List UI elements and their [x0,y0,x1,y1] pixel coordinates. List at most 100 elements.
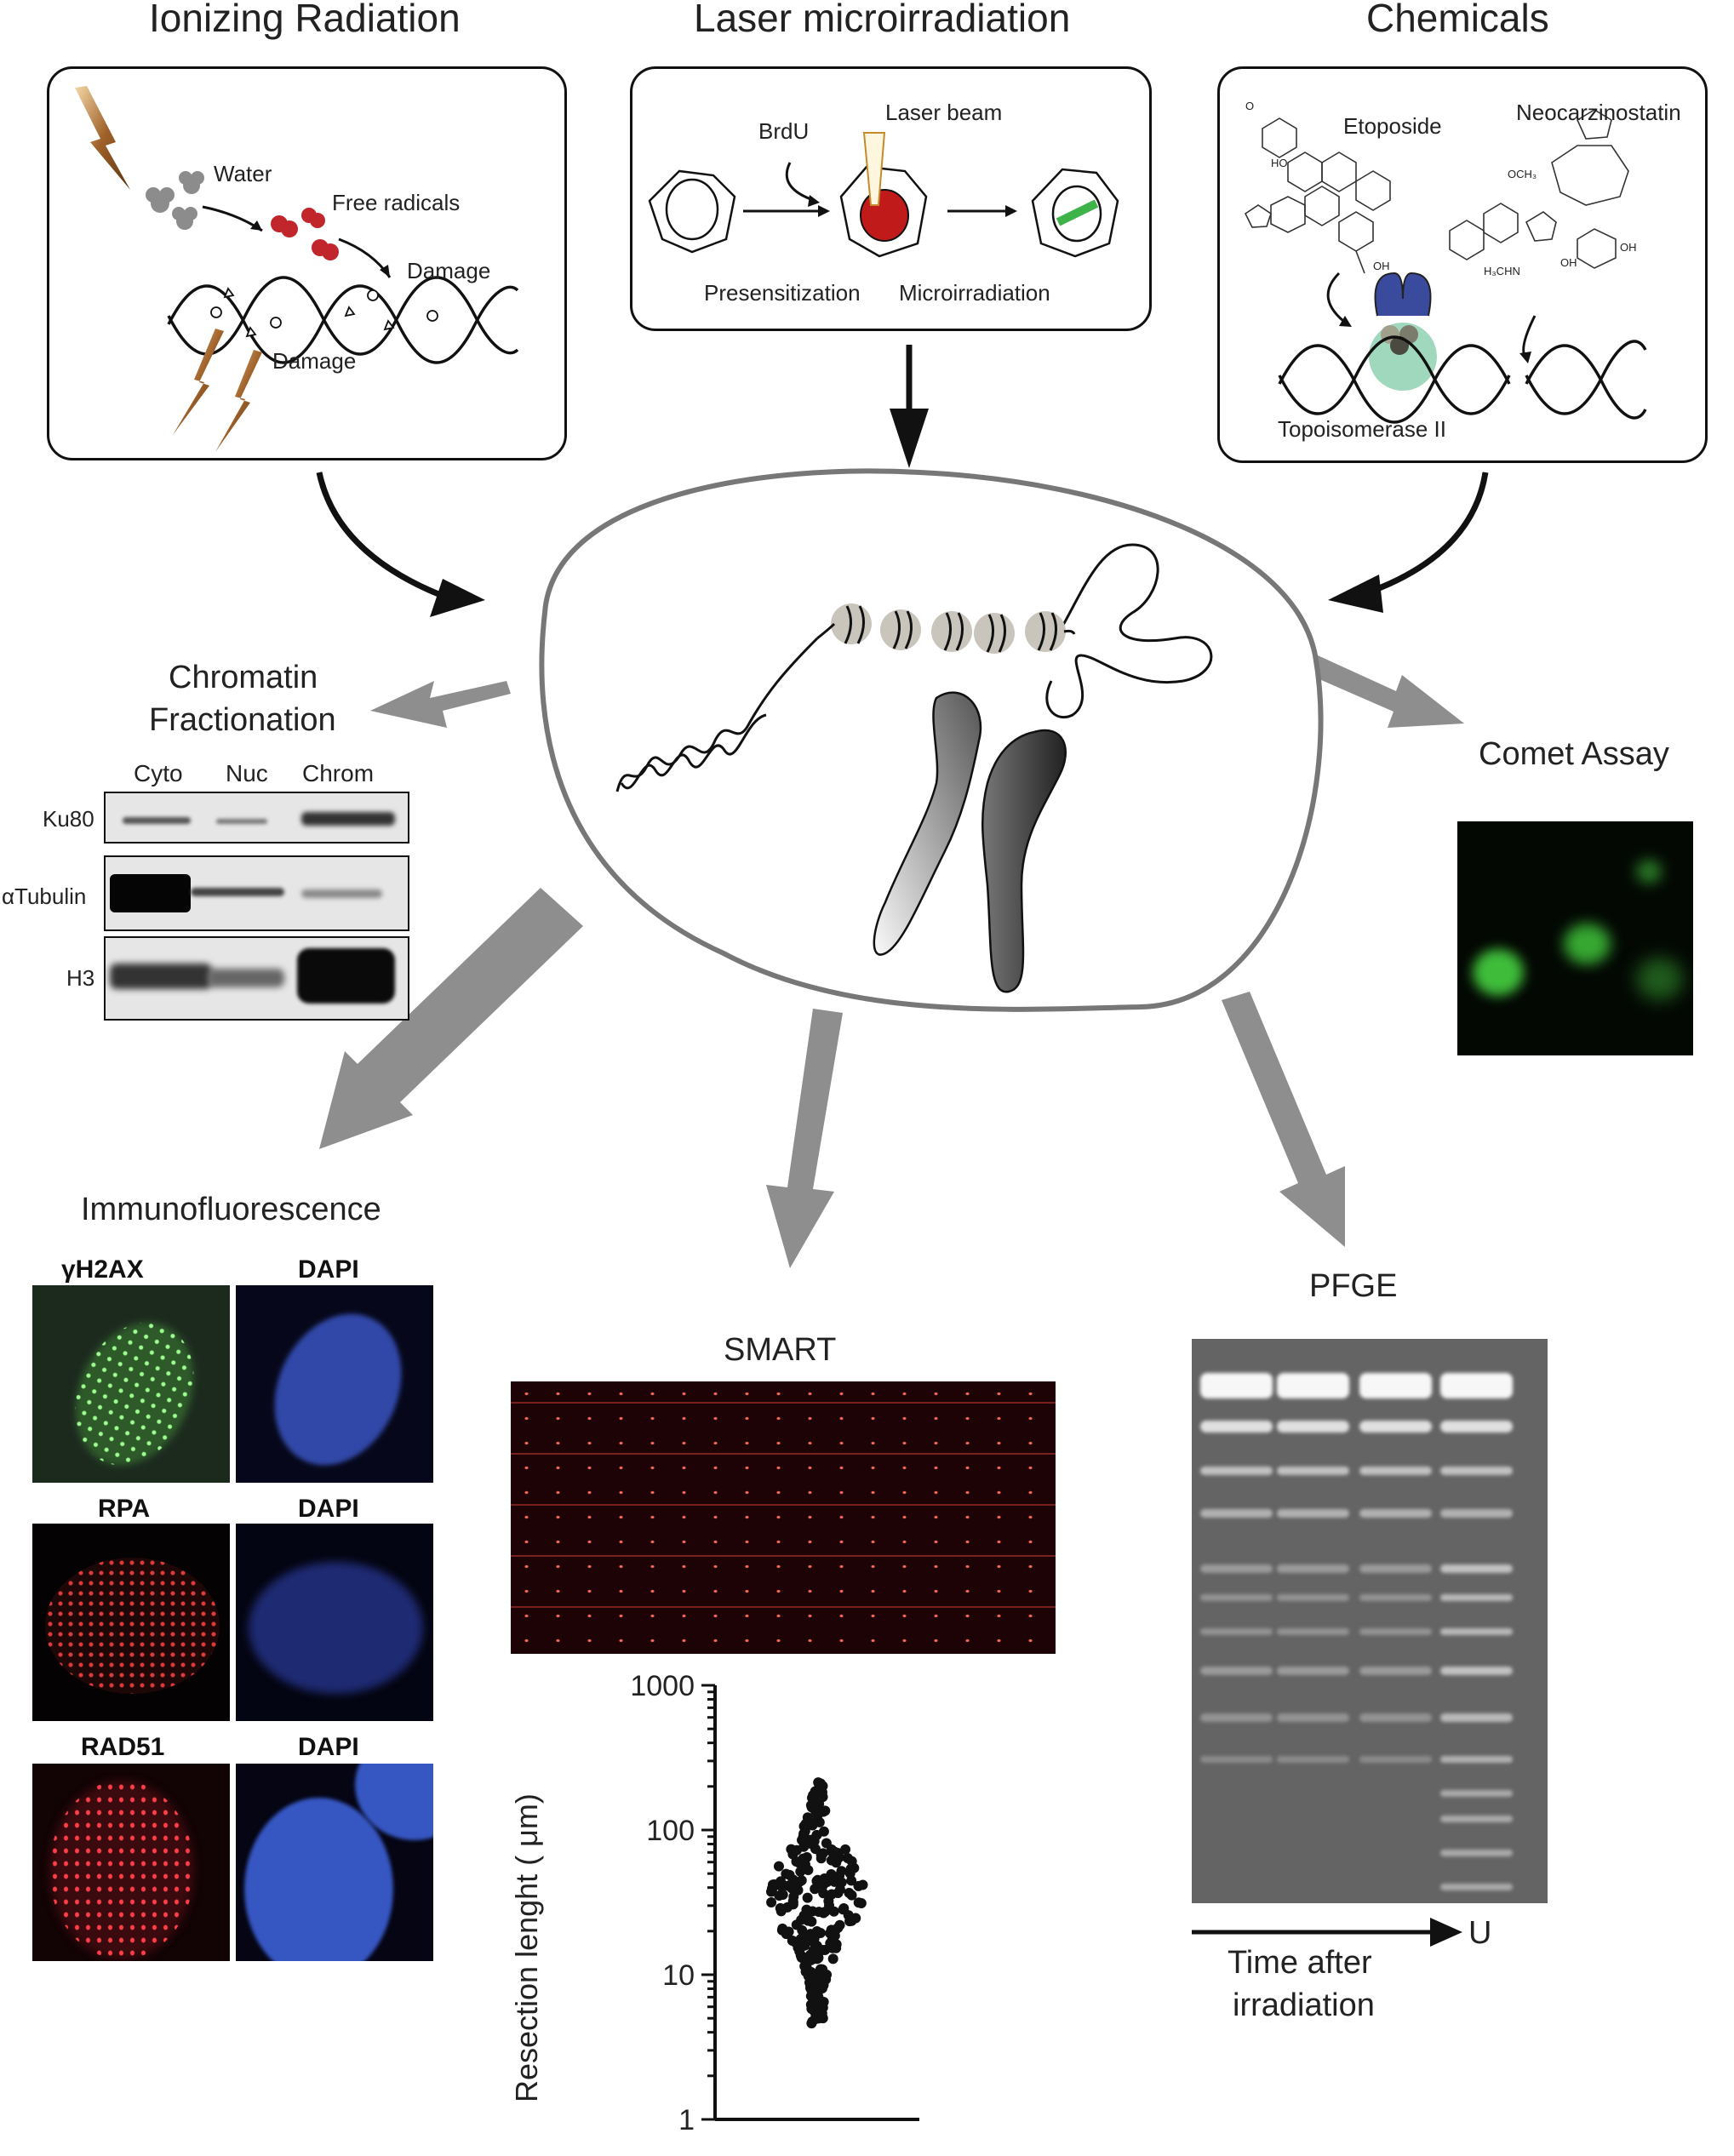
laser-illustration [648,132,1119,258]
data-point [846,1890,857,1901]
pfge-gel-image [1192,1339,1548,1903]
gel-band [1277,1467,1349,1475]
scatter-ylabel: Resection lenght ( μm) [509,1793,544,2102]
gel-band [1440,1564,1513,1573]
gel-band [1440,1713,1513,1722]
label-neocarzinostatin: Neocarzinostatin [1516,100,1681,125]
data-point [801,1904,812,1915]
gel-band [1200,1628,1273,1635]
svg-text:O: O [1245,100,1254,112]
data-point [801,1834,812,1845]
data-point [802,1892,813,1903]
data-point [784,1869,795,1880]
gel-band [1440,1628,1513,1635]
gel-band [1200,1564,1273,1573]
data-point [767,1879,778,1890]
gel-band [1440,1594,1513,1601]
data-point [838,1902,850,1913]
comet-image [1457,821,1693,1055]
comet-title: Comet Assay [1479,736,1669,772]
svg-text:HO: HO [1271,157,1288,169]
gel-band [1277,1667,1349,1675]
title-laser-microirradiation: Laser microirradiation [694,0,1071,40]
gel-band [1359,1467,1432,1475]
arrow-to-comet [1313,655,1464,728]
data-point [800,1931,811,1942]
label-laser-beam: Laser beam [885,100,1003,125]
y-tick-label: 100 [646,1815,695,1847]
title-ionizing-radiation: Ionizing Radiation [149,0,461,40]
data-point [827,1953,838,1964]
data-point [777,1890,788,1901]
data-point [787,1936,798,1947]
data-point [826,1889,837,1900]
ionizing-illustration [75,86,519,452]
if-image-dapi-2 [236,1524,433,1721]
nucleus-icon [860,189,909,242]
data-point [836,1866,847,1877]
data-point [810,1884,821,1895]
data-point [787,1897,798,1908]
data-point [798,1853,809,1864]
gel-band [1359,1628,1432,1635]
data-point [853,1880,864,1891]
data-point [817,1964,828,1975]
lightning-bolt-icon [75,86,130,190]
blot-ku80 [104,792,409,844]
gel-band [1200,1756,1273,1763]
chromosome-icon [873,691,982,956]
chromatin-title-line1: Chromatin [169,660,318,695]
pfge-time-arrow [1192,1918,1462,1947]
if-label-dapi-1: DAPI [298,1255,359,1284]
etoposide-structure-icon [1244,117,1391,274]
gel-band [1200,1509,1273,1518]
data-point [802,1812,813,1823]
if-label-rad51: RAD51 [81,1733,165,1761]
arrow-right-icon [1430,1918,1462,1947]
dna-helix-icon [1278,335,1647,424]
svg-text:OH: OH [1373,260,1390,272]
if-image-rpa [32,1524,230,1721]
data-point [827,1872,838,1883]
label-microirradiation: Microirradiation [899,280,1050,306]
gel-band [1440,1467,1513,1475]
gel-band [1359,1756,1432,1763]
svg-text:OH: OH [1620,241,1637,254]
smart-image [511,1381,1056,1654]
pfge-title: PFGE [1309,1268,1398,1304]
data-point [845,1863,856,1874]
svg-text:OCH₃: OCH₃ [1508,168,1537,180]
arrow-head-icon [890,409,929,468]
data-point [796,1875,807,1886]
gel-band [1277,1509,1349,1518]
data-point [840,1844,851,1855]
data-point [783,1926,794,1937]
label-free-radicals: Free radicals [332,190,461,215]
gel-band [1359,1421,1432,1433]
if-label-dapi-3: DAPI [298,1733,359,1761]
arrow-head-icon [1328,575,1383,613]
row-h3: H3 [66,965,95,991]
label-brdu: BrdU [758,118,810,144]
data-point [853,1897,864,1908]
data-point [773,1861,784,1872]
data-point [818,1978,829,1989]
gel-band [1359,1594,1432,1601]
gel-band [1277,1564,1349,1573]
laser-microirradiation-panel: BrdU Laser beam Presensitization Microir… [630,66,1152,331]
data-point [815,1927,826,1938]
dna-helix-icon [167,276,519,364]
cell-outline-icon [1031,168,1119,258]
gel-band [1440,1816,1513,1822]
pfge-xlabel-line2: irradiation [1233,1987,1375,2023]
svg-text:H₃CHN: H₃CHN [1484,265,1520,277]
y-tick-label: 1 [678,2104,695,2136]
gel-band [1440,1509,1513,1518]
if-label-gh2ax: γH2AX [61,1255,144,1284]
gel-band [1200,1713,1273,1722]
gel-band [1200,1594,1273,1601]
gel-band [1359,1373,1432,1398]
lightning-bolt-icon [173,329,224,435]
immunofluorescence-title: Immunofluorescence [81,1192,381,1227]
gel-band [1277,1594,1349,1601]
